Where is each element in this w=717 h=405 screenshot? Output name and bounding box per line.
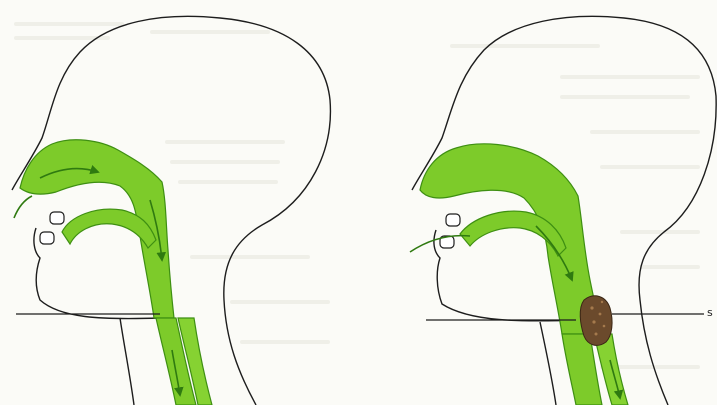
obstruction-callout-label: s — [707, 307, 717, 319]
left-upper-tooth — [50, 212, 64, 224]
left-neck-outline — [120, 318, 134, 405]
right-panel-obstructed-airway — [410, 16, 716, 405]
right-obstruction-blob — [580, 296, 612, 346]
right-upper-tooth — [446, 214, 460, 226]
left-inhale-stroke — [14, 196, 32, 218]
left-panel-open-airway — [12, 16, 330, 405]
right-neck-outline — [540, 322, 556, 405]
left-lower-tooth — [40, 232, 54, 244]
